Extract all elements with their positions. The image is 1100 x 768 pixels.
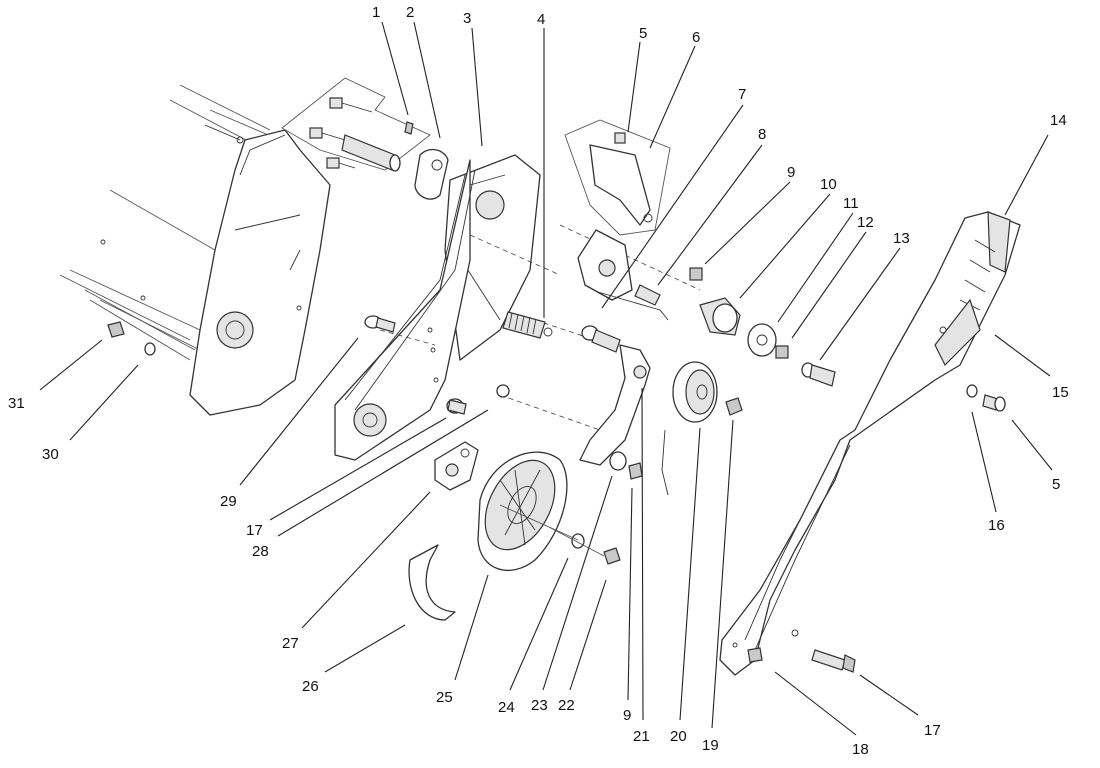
pin-bolt-upper [329,97,373,113]
pin-bolt-middle [309,127,346,141]
nut-19 [725,397,743,416]
belt-cover-plate [334,159,476,461]
callout-5a: 5 [639,25,647,42]
callout-7: 7 [738,86,746,103]
callout-29: 29 [220,493,237,510]
hex-bolt-17-right [811,649,856,673]
link-bracket [434,441,479,491]
callout-17b: 17 [924,722,941,739]
callout-18: 18 [852,741,869,758]
bolt-17-left [446,398,467,415]
callout-5b: 5 [1052,476,1060,493]
carriage-bolt [581,325,621,353]
frame-assembly [59,84,331,416]
pin-bolt-lower [326,157,356,169]
nut-9-lower [628,462,643,480]
callout-11: 11 [843,195,859,212]
bolt-13 [801,362,836,387]
callout-2: 2 [406,4,414,21]
belt-section [408,544,456,621]
callout-17a: 17 [246,522,263,539]
callout-23: 23 [531,697,548,714]
screw-18 [747,647,763,663]
bolt-29 [364,315,396,333]
callout-10: 10 [820,176,837,193]
mount-plate [577,229,669,321]
callout-8: 8 [758,126,766,143]
nut-31 [107,321,125,338]
washer-30 [144,342,156,356]
belt-guard-cover [719,211,1021,676]
callout-labels: 1 2 3 4 5 6 7 8 9 10 11 12 13 14 15 5 16… [8,4,1069,758]
callout-3: 3 [463,10,471,27]
spring [502,311,553,339]
callout-12: 12 [857,214,874,231]
callout-30: 30 [42,446,59,463]
callout-13: 13 [893,230,910,247]
callout-24: 24 [498,699,515,716]
washer-16-screw-5 [966,384,1006,412]
callout-9b: 9 [623,707,631,724]
callout-25: 25 [436,689,453,706]
nut-9-upper [689,267,703,281]
callout-26: 26 [302,678,319,695]
callout-1: 1 [372,4,380,21]
callout-4: 4 [537,11,545,28]
shaft-pin [341,134,401,172]
drive-pulley [477,451,568,571]
washer-24 [571,533,585,549]
idler-pulley [672,361,718,423]
callout-19: 19 [702,737,719,754]
callout-20: 20 [670,728,687,745]
callout-9a: 9 [787,164,795,181]
idler-arm [579,344,669,496]
washer-11 [747,323,777,357]
callout-31: 31 [8,395,25,412]
callout-14: 14 [1050,112,1067,129]
callout-15: 15 [1052,384,1069,401]
leader-lines [39,21,1053,736]
inset-pin-group [281,77,449,200]
bracket-upper [564,119,671,236]
callout-27: 27 [282,635,299,652]
callout-22: 22 [558,697,575,714]
callout-21: 21 [633,728,650,745]
hardware-stack-right [689,267,836,387]
callout-6: 6 [692,29,700,46]
callout-28: 28 [252,543,269,560]
washer-23 [609,451,627,471]
washer-28 [496,384,510,398]
callout-16: 16 [988,517,1005,534]
nut-22 [603,547,621,565]
nut-12 [775,345,789,359]
